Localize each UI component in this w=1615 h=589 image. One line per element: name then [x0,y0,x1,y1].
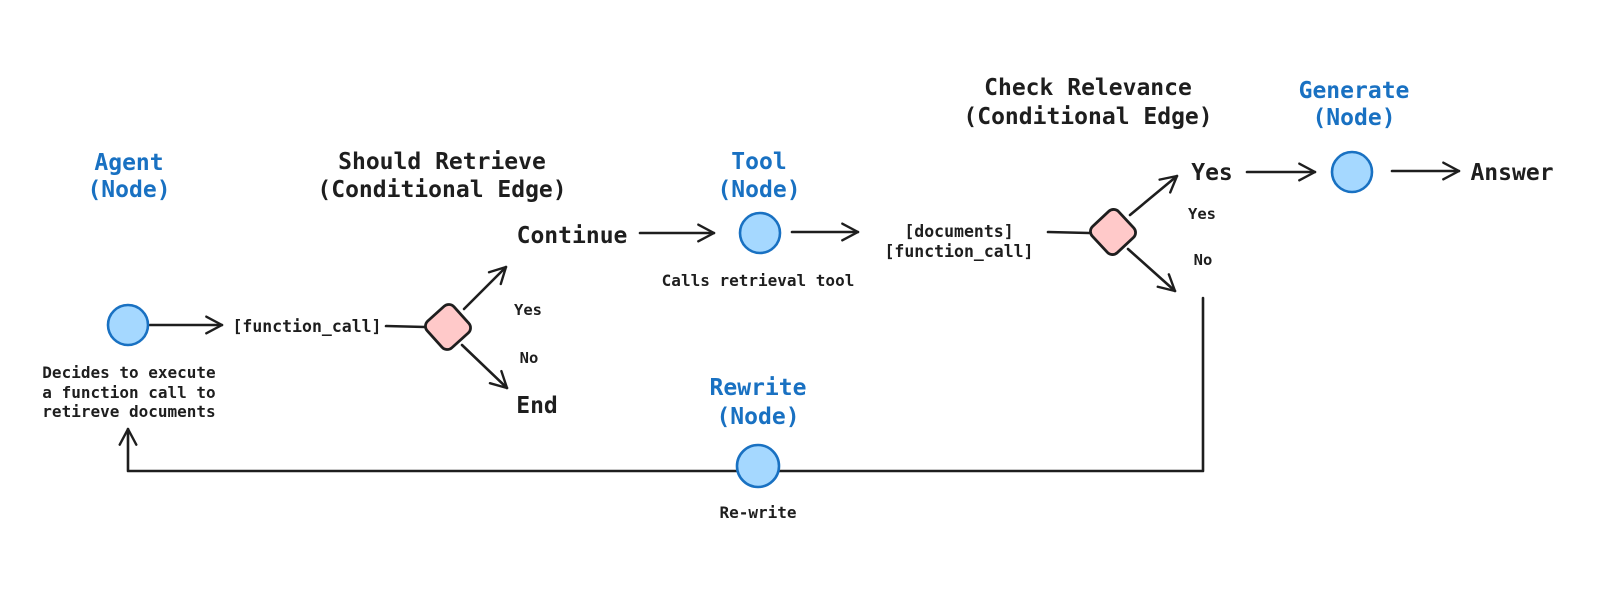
label-yes-branch: Yes [1191,160,1233,186]
agent-title-line1: Agent [94,150,163,176]
tool-title-line2: (Node) [717,177,800,203]
edge-no-loop-to-agent [118,296,1205,473]
label-no-should-retrieve: No [520,349,539,367]
agent-caption-line3: retireve documents [42,402,215,421]
tool-node-circle [738,211,782,255]
edge-should-retrieve-yes [462,265,508,311]
label-documents-line1: [documents] [904,222,1013,241]
should-retrieve-title-line2: (Conditional Edge) [317,177,566,203]
generate-title-line1: Generate [1299,78,1410,104]
check-relevance-diamond [1089,208,1137,256]
agent-caption-line1: Decides to execute [42,363,215,382]
tool-title-line1: Tool [731,149,786,175]
label-answer: Answer [1470,160,1553,186]
label-continue: Continue [517,223,628,249]
label-yes-should-retrieve: Yes [514,301,542,319]
check-relevance-title-line1: Check Relevance [984,75,1192,101]
agent-title-line2: (Node) [87,177,170,203]
generate-title-line2: (Node) [1312,105,1395,131]
caption-calls-retrieval-tool: Calls retrieval tool [662,271,855,290]
label-end: End [516,393,558,419]
label-no-check-relevance: No [1194,251,1213,269]
agent-caption-line2: a function call to [42,383,215,402]
generate-node-circle [1330,150,1374,194]
label-documents-line2: [function_call] [884,242,1033,261]
agent-node-circle [106,303,150,347]
rewrite-node-circle [735,443,781,489]
should-retrieve-title-line1: Should Retrieve [338,149,546,175]
edge-should-retrieve-no [460,343,509,390]
caption-rewrite: Re-write [719,503,796,522]
edge-check-relevance-yes [1128,174,1179,217]
label-yes-check-relevance: Yes [1188,205,1216,223]
label-function-call: [function_call] [232,317,381,336]
check-relevance-title-line2: (Conditional Edge) [963,104,1212,130]
rewrite-title-line1: Rewrite [710,375,807,401]
rewrite-title-line2: (Node) [716,404,799,430]
should-retrieve-diamond [424,303,472,351]
edge-function-call-to-should-retrieve [384,324,427,329]
edge-check-relevance-no [1126,247,1177,293]
edge-documents-to-check-relevance [1046,230,1091,235]
